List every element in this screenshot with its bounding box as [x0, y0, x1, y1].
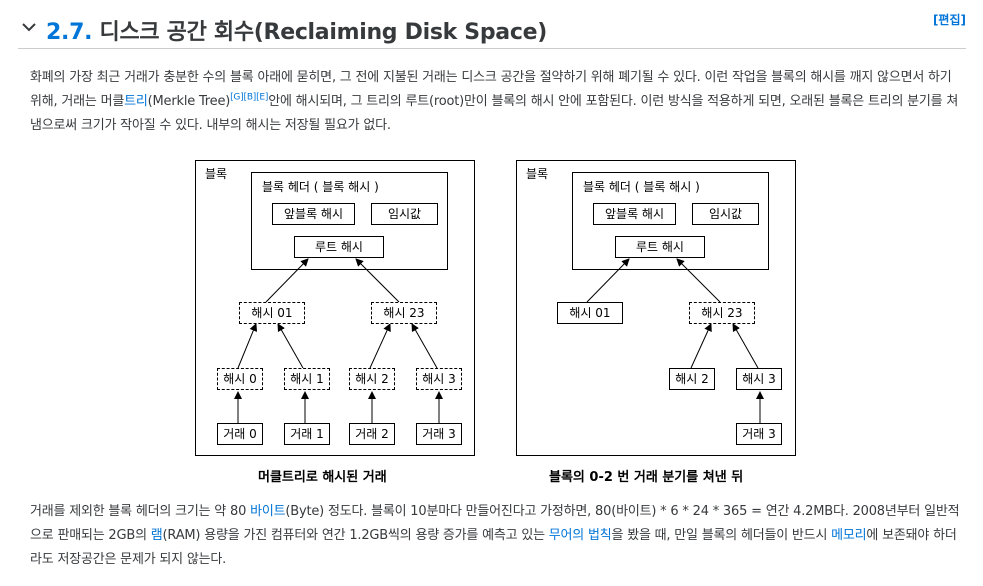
block-header-title: 블록 헤더 ( 블록 해시 )	[262, 180, 379, 194]
tree-arrows	[234, 258, 443, 423]
tx0-node: 거래 0	[217, 423, 263, 445]
hash2-node: 해시 2	[669, 368, 715, 390]
para1-text-3: 안에 해시되며, 그 트리의 루트(root)만이 블록의 해시 안에 포함된다…	[30, 94, 959, 133]
nonce-node: 임시값	[692, 203, 759, 225]
paragraph-storage: 거래를 제외한 블록 헤더의 크기는 약 80 바이트(Byte) 정도다. 블…	[30, 500, 965, 572]
hash3-node: 해시 3	[416, 368, 462, 390]
para2-text-5: 에 보존돼야 하더라도 저장공간은 문제가 되지 않는다.	[30, 528, 957, 567]
para2-text-2: (Byte) 정도다. 블록이 10분마다 만들어진다고 가정하면, 80(바이…	[30, 504, 960, 543]
para1-text-1: 화폐의 가장 최근 거래가 충분한 수의 블록 아래에 묻히면, 그 전에 지불…	[30, 70, 952, 109]
tx3-node: 거래 3	[416, 423, 462, 445]
para2-text-1: 거래를 제외한 블록 헤더의 크기는 약 80	[30, 504, 251, 519]
link-memory[interactable]: 메모리	[831, 528, 867, 543]
section-header: 2.7. 디스크 공간 회수(Reclaiming Disk Space) [편…	[18, 10, 966, 49]
prev-hash-node: 앞블록 해시	[593, 203, 676, 225]
caption-pruned-tree: 블록의 0-2 번 거래 분기를 쳐낸 뒤	[549, 470, 744, 485]
section-title-text: 디스크 공간 회수(Reclaiming Disk Space)	[99, 20, 548, 45]
para2-text-3: (RAM) 용량을 가진 컴퓨터와 연간 1.2GB씩의 용량 증가를 예측고 …	[162, 528, 549, 543]
tx1-node: 거래 1	[284, 423, 330, 445]
block-header-box: 블록 헤더 ( 블록 해시 )	[251, 172, 448, 270]
hash2-node: 해시 2	[349, 368, 395, 390]
block-label: 블록	[205, 167, 228, 181]
tree-arrows	[586, 258, 764, 423]
prev-hash-node: 앞블록 해시	[272, 203, 355, 225]
hash01-node: 해시 01	[557, 302, 623, 324]
root-hash-node: 루트 해시	[615, 236, 705, 258]
section-title: 2.7. 디스크 공간 회수(Reclaiming Disk Space)	[46, 14, 547, 46]
hash23-node: 해시 23	[689, 302, 755, 324]
block-header-box: 블록 헤더 ( 블록 해시 )	[572, 172, 769, 270]
para1-text-2: (Merkle Tree)	[147, 94, 231, 109]
section-number: 2.7.	[46, 20, 93, 45]
block-header-title: 블록 헤더 ( 블록 해시 )	[583, 180, 700, 194]
link-ram[interactable]: 램	[150, 528, 163, 543]
hash23-node: 해시 23	[371, 302, 437, 324]
chevron-down-icon[interactable]	[20, 18, 38, 36]
nonce-node: 임시값	[371, 203, 438, 225]
root-hash-node: 루트 해시	[294, 236, 384, 258]
hash3-node: 해시 3	[736, 368, 782, 390]
paragraph-merkle-intro: 화폐의 가장 최근 거래가 충분한 수의 블록 아래에 묻히면, 그 전에 지불…	[30, 66, 965, 138]
para2-text-4: 을 봤을 때, 만일 블록의 헤더들이 반드시	[611, 528, 832, 543]
reference-links[interactable]: [G][B][E]	[230, 92, 269, 103]
hash0-node: 해시 0	[217, 368, 263, 390]
link-moores-law[interactable]: 무어의 법칙	[548, 528, 612, 543]
hash1-node: 해시 1	[284, 368, 330, 390]
hash01-node: 해시 01	[239, 302, 305, 324]
edit-link[interactable]: [편집]	[932, 13, 966, 27]
figure-pruned-tree: 블록 블록 헤더 ( 블록 해시 ) 앞블록 해시 임시값 루트 해시 해시 0…	[516, 160, 796, 456]
caption-merkle-tree: 머클트리로 해시된 거래	[258, 470, 387, 485]
link-byte[interactable]: 바이트	[250, 504, 286, 519]
tx2-node: 거래 2	[349, 423, 395, 445]
tx3-node: 거래 3	[736, 423, 782, 445]
figure-merkle-tree: 블록 블록 헤더 ( 블록 해시 ) 앞블록 해시 임시값 루트 해시 해시 0…	[195, 160, 475, 456]
block-label: 블록	[526, 167, 549, 181]
link-tree[interactable]: 트리	[124, 94, 148, 109]
